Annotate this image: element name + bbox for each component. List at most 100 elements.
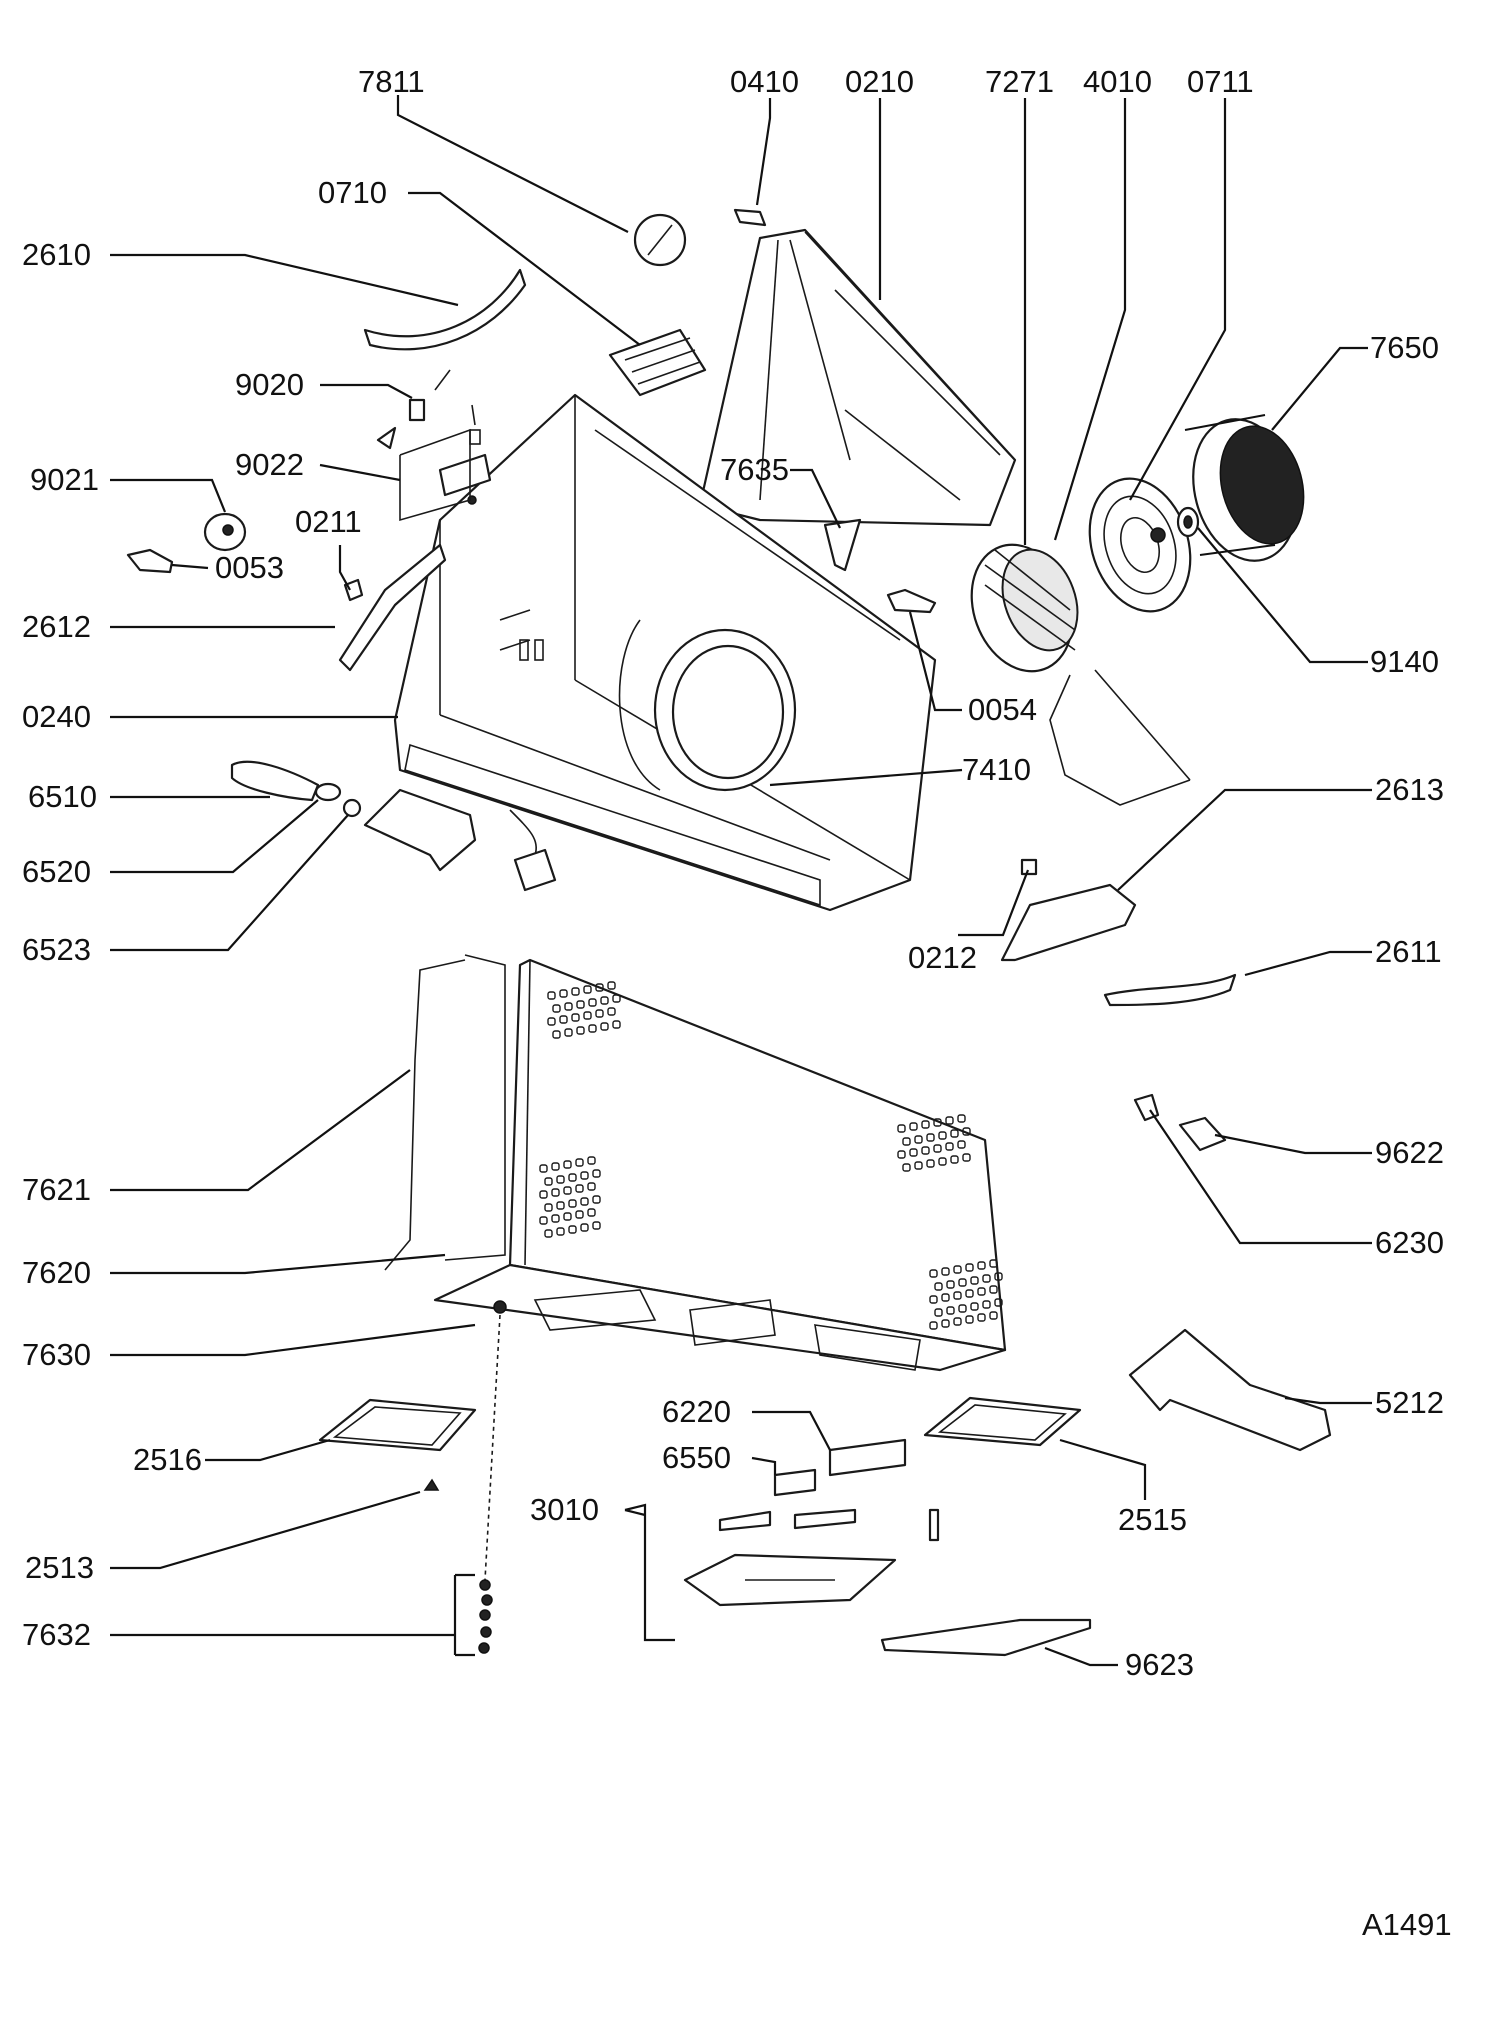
- label-0210: 0210: [845, 64, 914, 99]
- switch-plate-part-9022: [399, 404, 492, 522]
- label-0410: 0410: [730, 64, 799, 99]
- filter-part-2516: [318, 1398, 477, 1452]
- knob-part-9021: [203, 512, 247, 552]
- label-0240: 0240: [22, 699, 91, 734]
- vent-hole: [563, 1212, 572, 1221]
- vent-hole: [544, 1177, 553, 1186]
- vent-hole: [571, 987, 580, 996]
- label-9021: 9021: [30, 462, 99, 497]
- canopy-box-part-7630: [433, 958, 1007, 1372]
- vent-hole: [564, 1002, 573, 1011]
- vent-hole: [946, 1306, 955, 1315]
- vent-hole: [556, 1175, 565, 1184]
- clip-part-7635: [823, 518, 862, 572]
- vent-hole: [551, 1214, 560, 1223]
- vent-hole: [568, 1173, 577, 1182]
- vent-hole: [938, 1131, 947, 1140]
- vent-hole: [970, 1302, 979, 1311]
- vent-hole: [926, 1159, 935, 1168]
- vent-hole: [929, 1321, 938, 1330]
- vent-holes: [539, 981, 1003, 1330]
- vent-hole: [965, 1315, 974, 1324]
- screw-part-2513: [423, 1478, 440, 1491]
- side-panel-part-7621: [384, 954, 506, 1271]
- vent-hole: [994, 1272, 1003, 1281]
- label-2612: 2612: [22, 609, 91, 644]
- vent-hole: [934, 1282, 943, 1291]
- label-2613: 2613: [1375, 772, 1444, 807]
- vent-hole: [897, 1150, 906, 1159]
- vent-hole: [909, 1122, 918, 1131]
- bracket-part-2613: [1000, 883, 1137, 962]
- label-7811: 7811: [358, 64, 425, 99]
- vent-hole: [600, 996, 609, 1005]
- vent-hole: [953, 1317, 962, 1326]
- vent-hole: [977, 1261, 986, 1270]
- drawing-code: A1491: [1362, 1907, 1452, 1942]
- vent-hole: [552, 1030, 561, 1039]
- vent-hole: [556, 1227, 565, 1236]
- vent-hole: [612, 994, 621, 1003]
- label-6220: 6220: [662, 1394, 731, 1429]
- screws-part-7632: [478, 1300, 507, 1654]
- motor-cage-part-7271: [970, 543, 1079, 673]
- vent-hole: [587, 1208, 596, 1217]
- vent-hole: [571, 1013, 580, 1022]
- label-7621: 7621: [22, 1172, 91, 1207]
- vent-hole: [938, 1157, 947, 1166]
- label-5212: 5212: [1375, 1385, 1444, 1420]
- vent-hole: [921, 1120, 930, 1129]
- bracket-part-5212: [1128, 1328, 1332, 1452]
- label-4010: 4010: [1083, 64, 1152, 99]
- vent-hole: [933, 1144, 942, 1153]
- vent-hole: [929, 1295, 938, 1304]
- label-0710: 0710: [318, 175, 387, 210]
- clip-part-0054: [886, 588, 937, 614]
- hood-housing-part-0240: [393, 393, 937, 912]
- vent-hole: [977, 1287, 986, 1296]
- vent-hole: [946, 1280, 955, 1289]
- round-clip-part-7811: [633, 213, 687, 267]
- label-3010: 3010: [530, 1492, 599, 1527]
- vent-hole: [595, 983, 604, 992]
- grille-part-0710: [608, 328, 707, 397]
- label-9140: 9140: [1370, 644, 1439, 679]
- label-2515: 2515: [1118, 1502, 1187, 1537]
- label-7630: 7630: [22, 1337, 91, 1372]
- vent-hole: [568, 1225, 577, 1234]
- vent-hole: [950, 1129, 959, 1138]
- vent-hole: [547, 1017, 556, 1026]
- label-7650: 7650: [1370, 330, 1439, 365]
- vent-hole: [575, 1184, 584, 1193]
- lamp-holder-part-6523: [342, 788, 477, 872]
- vent-hole: [580, 1223, 589, 1232]
- label-0054: 0054: [968, 692, 1037, 727]
- vent-hole: [563, 1186, 572, 1195]
- vent-hole: [914, 1135, 923, 1144]
- power-cord: [509, 809, 557, 892]
- vent-hole: [544, 1203, 553, 1212]
- vent-hole: [587, 1182, 596, 1191]
- vent-hole: [607, 1007, 616, 1016]
- vent-hole: [576, 1000, 585, 1009]
- vent-hole: [539, 1216, 548, 1225]
- vent-hole: [965, 1289, 974, 1298]
- label-0212: 0212: [908, 940, 977, 975]
- vent-hole: [953, 1291, 962, 1300]
- label-2610: 2610: [22, 237, 91, 272]
- vent-hole: [945, 1116, 954, 1125]
- label-part-9622: [1178, 1116, 1227, 1152]
- label-9623: 9623: [1125, 1647, 1194, 1682]
- glass-panel-part-9623: [880, 1618, 1092, 1657]
- screws-part-9020: [376, 369, 451, 450]
- vent-hole: [539, 1190, 548, 1199]
- leader-lines: [110, 95, 1372, 1667]
- side-strip-part-2612: [338, 543, 447, 672]
- clip-part-0053: [126, 548, 174, 574]
- vent-hole: [950, 1155, 959, 1164]
- label-9020: 9020: [235, 367, 304, 402]
- vent-hole: [958, 1304, 967, 1313]
- fan-guard-part-0711: [1088, 477, 1192, 613]
- label-9622: 9622: [1375, 1135, 1444, 1170]
- filter-part-2515: [923, 1396, 1082, 1447]
